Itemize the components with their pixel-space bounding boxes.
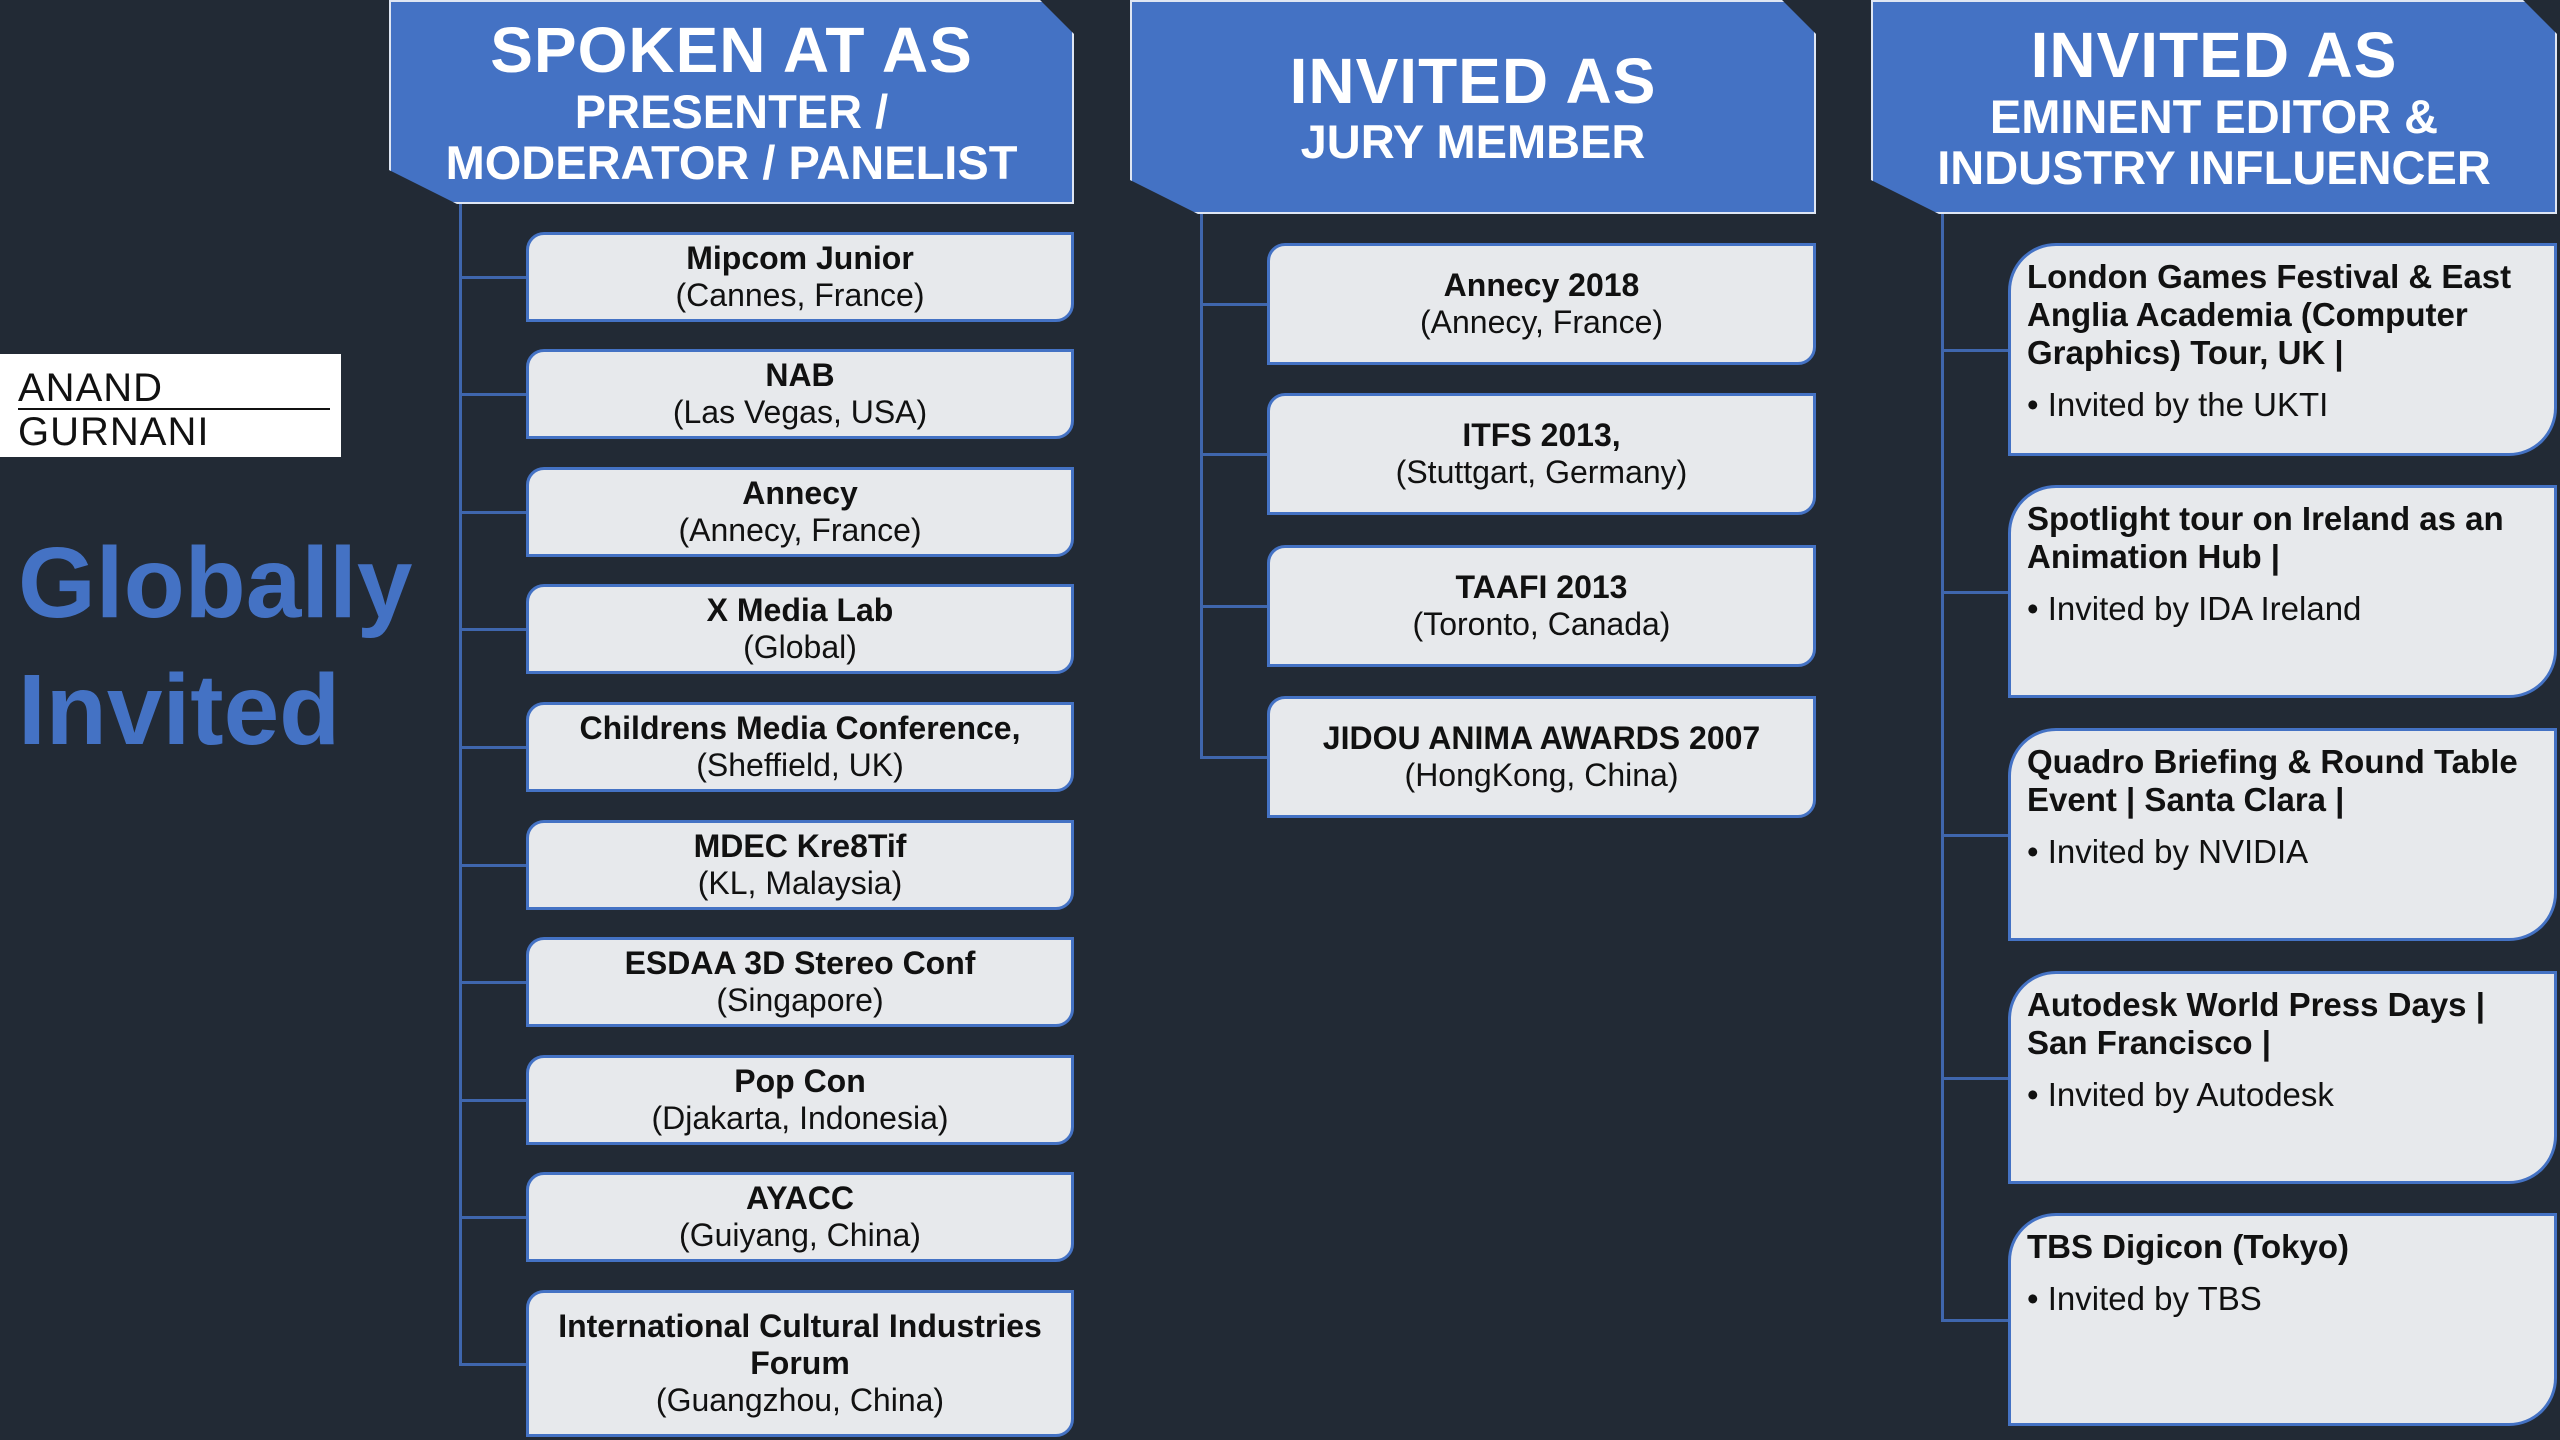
event-name: London Games Festival & East Anglia Acad…	[2027, 258, 2512, 371]
event-card: Mipcom Junior(Cannes, France)	[526, 232, 1074, 322]
event-detail: (HongKong, China)	[1404, 757, 1679, 793]
event-name: NAB	[765, 357, 835, 394]
connector-branch	[1200, 756, 1267, 759]
event-card: TBS Digicon (Tokyo) • Invited by TBS	[2008, 1213, 2557, 1426]
event-card: ITFS 2013,(Stuttgart, Germany)	[1267, 393, 1816, 515]
connector-branch	[459, 981, 526, 984]
column-subtitle: MODERATOR / PANELIST	[445, 136, 1018, 190]
column-subtitle: EMINENT EDITOR &	[1989, 89, 2439, 143]
event-card: International Cultural Industries Forum(…	[526, 1290, 1074, 1437]
event-card: Autodesk World Press Days | San Francisc…	[2008, 971, 2557, 1184]
event-detail: (Toronto, Canada)	[1412, 606, 1671, 642]
connector-branch	[459, 1362, 526, 1366]
connector-branch	[1200, 605, 1267, 608]
event-name: Childrens Media Conference,	[579, 710, 1021, 747]
column-title: INVITED AS	[1289, 44, 1657, 117]
event-name: AYACC	[746, 1180, 854, 1217]
event-card: Spotlight tour on Ireland as an Animatio…	[2008, 485, 2557, 698]
event-card: Pop Con(Djakarta, Indonesia)	[526, 1055, 1074, 1145]
event-detail: • Invited by NVIDIA	[2027, 832, 2309, 870]
event-detail: (Stuttgart, Germany)	[1395, 454, 1688, 490]
event-name: ESDAA 3D Stereo Conf	[624, 945, 976, 982]
connector-trunk	[1941, 214, 1944, 1320]
event-name: Annecy 2018	[1443, 267, 1640, 304]
event-name: TAAFI 2013	[1455, 569, 1628, 606]
event-name: ITFS 2013,	[1462, 417, 1621, 454]
event-detail: (Djakarta, Indonesia)	[651, 1100, 949, 1136]
column-subtitle: PRESENTER /	[574, 84, 889, 138]
event-card: TAAFI 2013(Toronto, Canada)	[1267, 545, 1816, 667]
event-card: Quadro Briefing & Round Table Event | Sa…	[2008, 728, 2557, 941]
connector-branch	[459, 1099, 526, 1102]
connector-branch	[1941, 1318, 2008, 1322]
connector-trunk	[459, 204, 462, 1364]
logo-line1: ANAND	[18, 368, 330, 410]
event-name: Quadro Briefing & Round Table Event | Sa…	[2027, 743, 2518, 818]
event-detail: (Las Vegas, USA)	[672, 394, 928, 430]
column-title: INVITED AS	[2030, 19, 2398, 92]
column-title: SPOKEN AT AS	[490, 14, 973, 87]
event-card: MDEC Kre8Tif(KL, Malaysia)	[526, 820, 1074, 910]
connector-branch	[459, 628, 526, 631]
event-name: Pop Con	[734, 1063, 866, 1100]
logo-line2: GURNANI	[18, 410, 210, 454]
connector-trunk	[1200, 214, 1203, 757]
connector-branch	[1941, 1076, 2008, 1080]
column-subtitle: JURY MEMBER	[1300, 115, 1646, 169]
event-detail: (Annecy, France)	[1419, 304, 1664, 340]
connector-branch	[1941, 590, 2008, 594]
event-detail: • Invited by the UKTI	[2027, 385, 2329, 423]
event-name: TBS Digicon (Tokyo)	[2027, 1228, 2350, 1265]
event-card: AYACC(Guiyang, China)	[526, 1172, 1074, 1262]
event-card: NAB(Las Vegas, USA)	[526, 349, 1074, 439]
connector-branch	[1200, 303, 1267, 306]
tagline: Globally Invited	[18, 520, 413, 774]
event-name: Mipcom Junior	[686, 240, 914, 277]
connector-branch	[459, 511, 526, 514]
event-detail: (Cannes, France)	[675, 277, 925, 313]
logo: ANAND GURNANI	[0, 354, 341, 457]
connector-branch	[459, 393, 526, 396]
connector-branch	[1941, 348, 2008, 352]
event-detail: • Invited by TBS	[2027, 1279, 2262, 1317]
event-card: X Media Lab(Global)	[526, 584, 1074, 674]
event-card: JIDOU ANIMA AWARDS 2007(HongKong, China)	[1267, 696, 1816, 818]
event-detail: (KL, Malaysia)	[697, 865, 903, 901]
tagline-line1: Globally	[18, 527, 413, 639]
event-name: Annecy	[742, 475, 858, 512]
connector-branch	[459, 1216, 526, 1219]
connector-branch	[459, 276, 526, 279]
event-card: ESDAA 3D Stereo Conf(Singapore)	[526, 937, 1074, 1027]
event-card: Annecy 2018(Annecy, France)	[1267, 243, 1816, 365]
connector-branch	[1941, 833, 2008, 837]
event-detail: (Guiyang, China)	[679, 1217, 921, 1253]
event-name: MDEC Kre8Tif	[693, 828, 907, 865]
event-detail: (Sheffield, UK)	[696, 747, 904, 783]
event-name: Autodesk World Press Days | San Francisc…	[2027, 986, 2485, 1061]
event-detail: (Guangzhou, China)	[655, 1381, 945, 1418]
event-card: Childrens Media Conference,(Sheffield, U…	[526, 702, 1074, 792]
event-name: Spotlight tour on Ireland as an Animatio…	[2027, 500, 2504, 575]
connector-branch	[459, 746, 526, 749]
event-name: X Media Lab	[706, 592, 894, 629]
event-detail: (Annecy, France)	[678, 512, 922, 548]
connector-branch	[459, 864, 526, 867]
event-name: International Cultural Industries Forum	[558, 1308, 1042, 1382]
event-detail: • Invited by Autodesk	[2027, 1075, 2334, 1113]
event-name: JIDOU ANIMA AWARDS 2007	[1322, 720, 1761, 757]
column-subtitle: INDUSTRY INFLUENCER	[1937, 141, 2491, 195]
event-card: London Games Festival & East Anglia Acad…	[2008, 243, 2557, 456]
connector-branch	[1200, 453, 1267, 456]
event-detail: (Singapore)	[716, 982, 884, 1018]
tagline-line2: Invited	[18, 654, 341, 766]
event-detail: • Invited by IDA Ireland	[2027, 589, 2362, 627]
event-card: Annecy(Annecy, France)	[526, 467, 1074, 557]
event-detail: (Global)	[743, 629, 857, 665]
